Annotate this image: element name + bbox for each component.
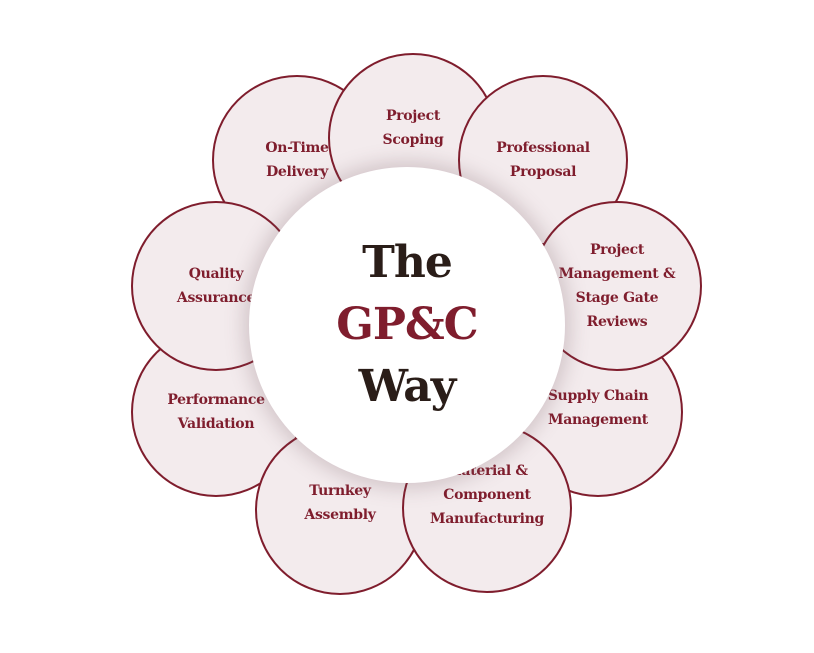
title-way: Way (358, 361, 457, 412)
petal-label: Project Management & Stage Gate Reviews (558, 242, 676, 330)
petal-label: Professional Proposal (496, 140, 590, 180)
title-the: The (362, 237, 453, 288)
petal-label: Material & Component Manufacturing (430, 463, 544, 527)
petal-label: Performance Validation (167, 392, 265, 432)
petal-label: Supply Chain Management (547, 388, 649, 428)
title-gpc: GP&C (336, 299, 478, 350)
petal-label: On-Time Delivery (265, 140, 329, 180)
petal-label: Project Scoping (382, 108, 444, 148)
petal-label: Turnkey Assembly (304, 483, 376, 523)
petal-label: Quality Assurance (176, 266, 256, 306)
center-title-circle: The GP&C Way (249, 167, 565, 483)
